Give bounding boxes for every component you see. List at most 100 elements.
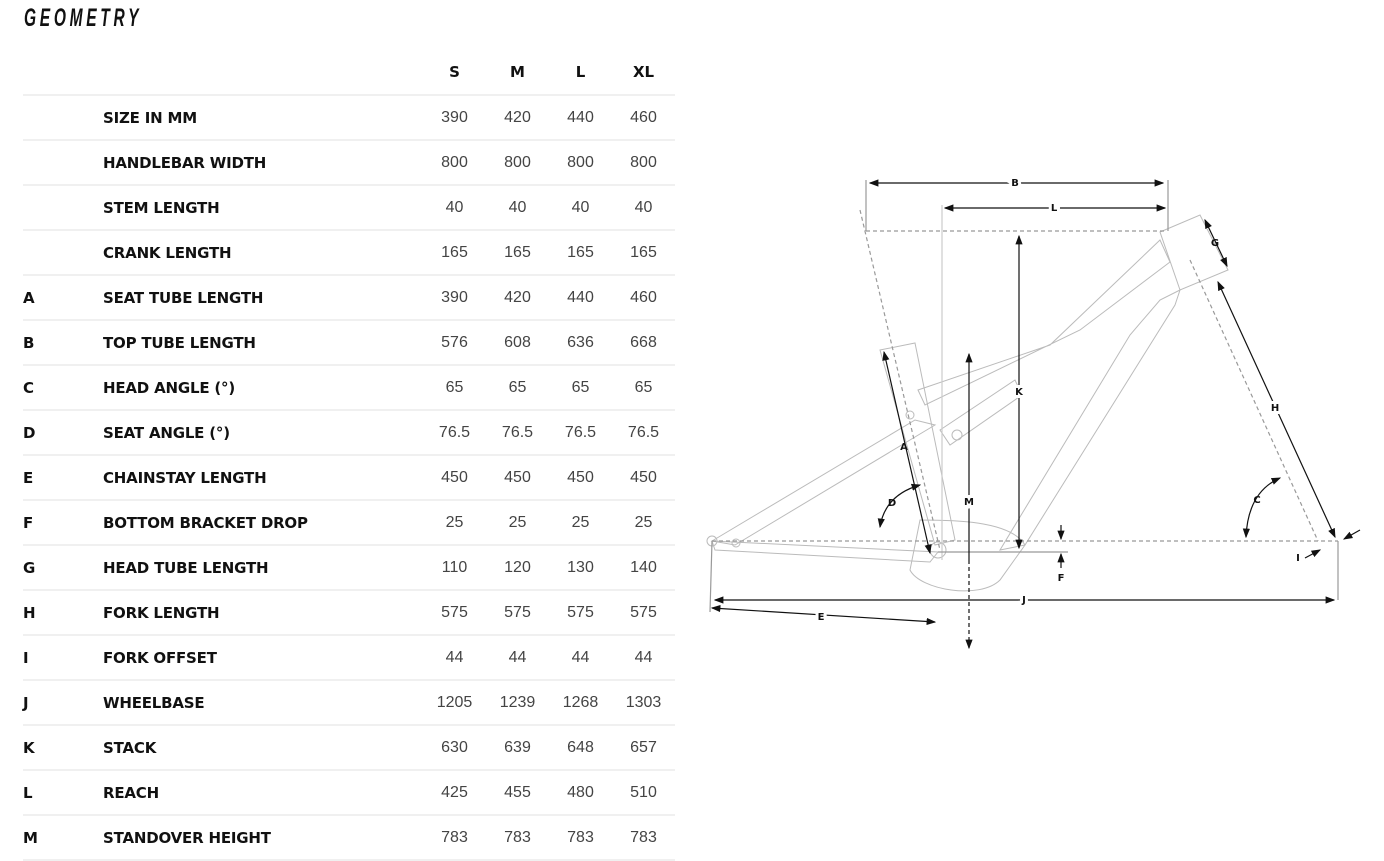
dimension-label: BOTTOM BRACKET DROP: [103, 499, 423, 545]
label-f: F: [1058, 573, 1065, 584]
dimension-value: 636: [549, 319, 612, 365]
dimension-value: 657: [612, 724, 675, 770]
dimension-letter: [23, 139, 103, 185]
dimension-label: FORK LENGTH: [103, 589, 423, 635]
dimension-label: SEAT TUBE LENGTH: [103, 274, 423, 320]
dimension-value: 630: [423, 724, 486, 770]
dimension-value: 40: [612, 184, 675, 230]
dimension-letter: [23, 184, 103, 230]
dimension-label: SEAT ANGLE (°): [103, 409, 423, 455]
dimension-label: STEM LENGTH: [103, 184, 423, 230]
page-title: GEOMETRY: [24, 4, 143, 32]
dimension-letter: L: [23, 769, 103, 815]
dimension-label: TOP TUBE LENGTH: [103, 319, 423, 365]
dimension-value: 140: [612, 544, 675, 590]
dimension-value: 648: [549, 724, 612, 770]
dimension-value: 420: [486, 274, 549, 320]
dimension-value: 420: [486, 94, 549, 140]
dimension-value: 460: [612, 94, 675, 140]
dimension-value: 44: [423, 634, 486, 680]
dimension-value: 450: [612, 454, 675, 500]
dimension-value: 800: [549, 139, 612, 185]
dimension-label: CHAINSTAY LENGTH: [103, 454, 423, 500]
dimension-value: 65: [423, 364, 486, 410]
size-header: M: [510, 63, 525, 81]
dimension-value: 639: [486, 724, 549, 770]
dimension-value: 165: [423, 229, 486, 275]
dimension-value: 40: [549, 184, 612, 230]
dimension-value: 44: [612, 634, 675, 680]
dimension-value: 40: [423, 184, 486, 230]
label-b: B: [1011, 178, 1019, 189]
label-h: H: [1271, 403, 1279, 414]
dimension-value: 575: [486, 589, 549, 635]
dimension-letter: G: [23, 544, 103, 590]
size-header: L: [575, 63, 586, 81]
dimension-value: 25: [486, 499, 549, 545]
dimension-value: 800: [486, 139, 549, 185]
dimension-letter: I: [23, 634, 103, 680]
dimension-labels: A B C D E F G H I J K L M: [815, 175, 1300, 626]
size-header: XL: [632, 63, 655, 81]
label-d: D: [888, 498, 896, 509]
dimension-label: WHEELBASE: [103, 679, 423, 725]
dimension-value: 455: [486, 769, 549, 815]
dimension-value: 40: [486, 184, 549, 230]
dimension-label: HEAD TUBE LENGTH: [103, 544, 423, 590]
dimension-value: 25: [423, 499, 486, 545]
dimension-letter: [23, 94, 103, 140]
dimension-value: 575: [549, 589, 612, 635]
label-i: I: [1296, 553, 1300, 564]
dimension-value: 120: [486, 544, 549, 590]
dimension-letter: H: [23, 589, 103, 635]
dimension-label: SIZE IN MM: [103, 94, 423, 140]
dimension-letter: B: [23, 319, 103, 365]
size-header: S: [449, 63, 460, 81]
dimension-letter: F: [23, 499, 103, 545]
dimension-label: REACH: [103, 769, 423, 815]
dimension-letter: A: [23, 274, 103, 320]
dimension-value: 76.5: [486, 409, 549, 455]
label-m: M: [964, 497, 974, 508]
label-l: L: [1051, 203, 1058, 214]
dimension-value: 44: [486, 634, 549, 680]
dimension-value: 440: [549, 94, 612, 140]
dimension-value: 575: [612, 589, 675, 635]
dimension-value: 450: [423, 454, 486, 500]
dimension-lines: [709, 179, 1361, 650]
dimension-label: FORK OFFSET: [103, 634, 423, 680]
dimension-value: 1239: [486, 679, 549, 725]
dimension-value: 575: [423, 589, 486, 635]
dimension-value: 1303: [612, 679, 675, 725]
dimension-value: 425: [423, 769, 486, 815]
dimension-value: 65: [612, 364, 675, 410]
dimension-label: HEAD ANGLE (°): [103, 364, 423, 410]
dimension-value: 44: [549, 634, 612, 680]
dimension-value: 510: [612, 769, 675, 815]
dimension-letter: [23, 229, 103, 275]
dimension-value: 480: [549, 769, 612, 815]
dimension-letter: D: [23, 409, 103, 455]
dimension-value: 76.5: [423, 409, 486, 455]
dimension-value: 576: [423, 319, 486, 365]
dimension-label: CRANK LENGTH: [103, 229, 423, 275]
dimension-value: 450: [549, 454, 612, 500]
dimension-value: 25: [612, 499, 675, 545]
dimension-letter: C: [23, 364, 103, 410]
